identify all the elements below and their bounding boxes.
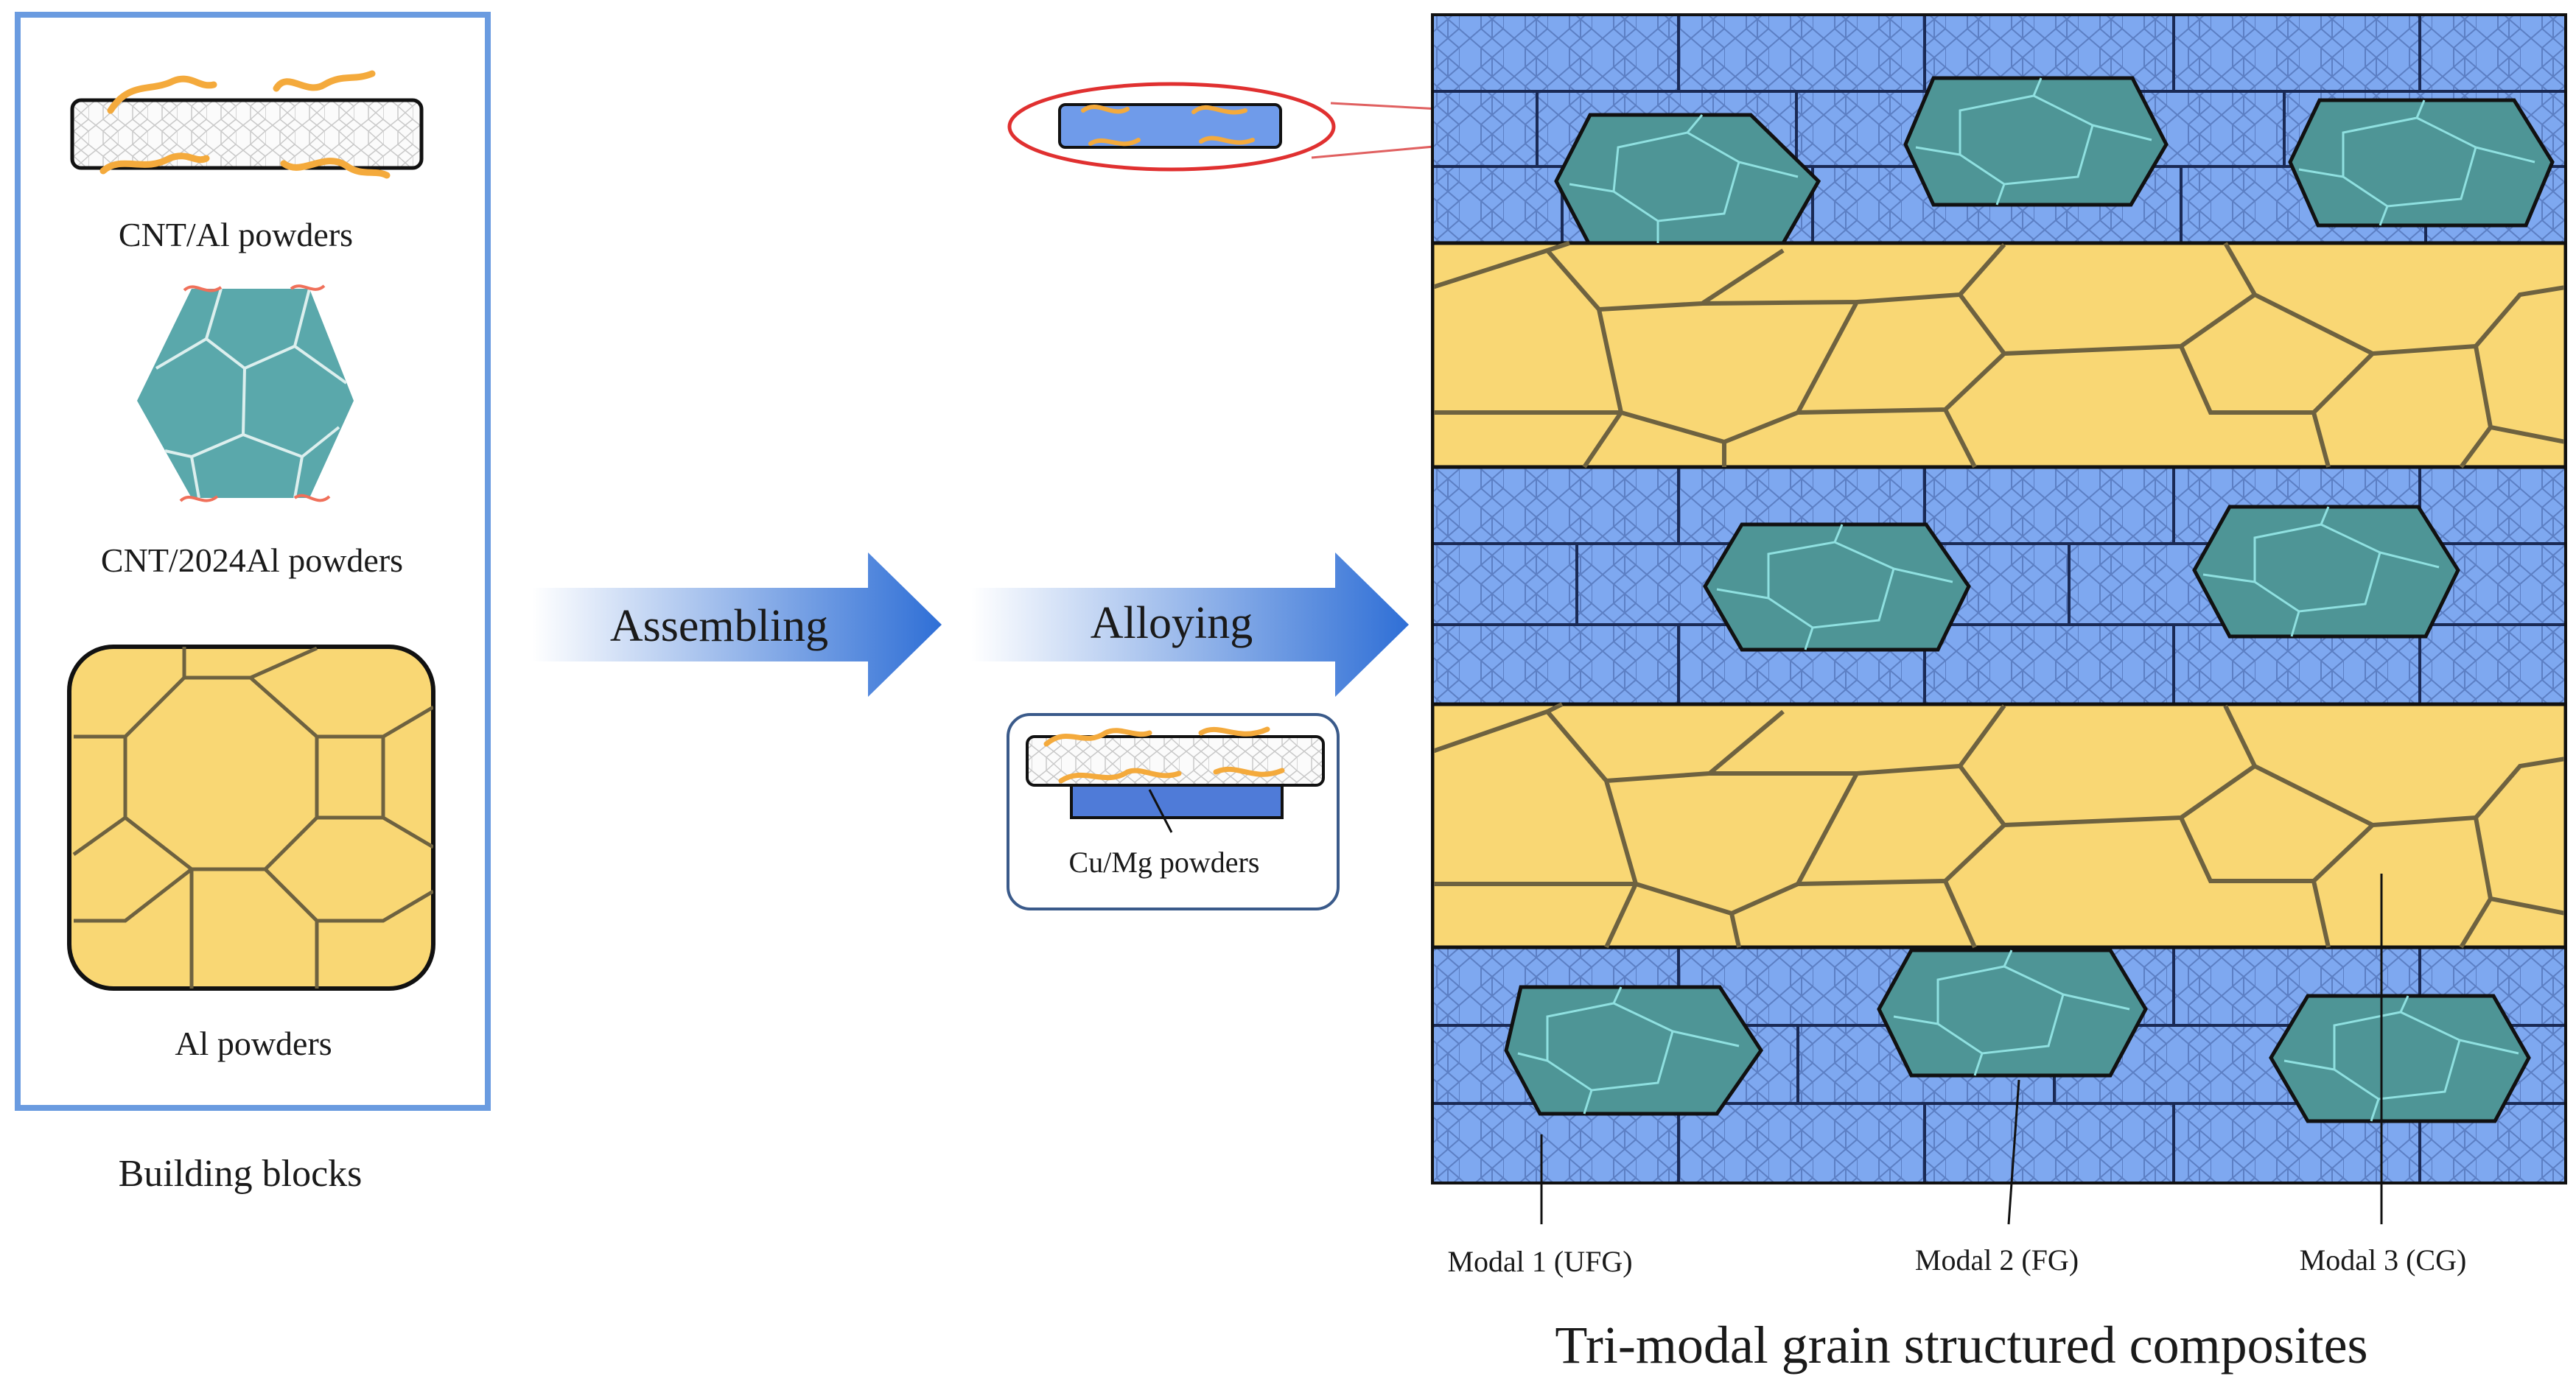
modal-pointer-lines	[1540, 874, 2383, 1225]
modal-3-label: Modal 3 (CG)	[2300, 1243, 2467, 1277]
alloying-label: Alloying	[1091, 598, 1253, 648]
al-powder-icon	[67, 645, 435, 991]
composite-title: Tri-modal grain structured composites	[1555, 1316, 2367, 1375]
cu-mg-inset	[1007, 713, 1340, 910]
cnt-2024al-label: CNT/2024Al powders	[101, 541, 403, 579]
cg-layer-2	[1432, 702, 2566, 950]
zoom-ellipse	[1007, 82, 1336, 172]
building-blocks-title: Building blocks	[119, 1153, 363, 1195]
composite-frame	[1431, 13, 2567, 1184]
assembling-label: Assembling	[610, 601, 828, 651]
alloying-arrow	[971, 552, 1409, 697]
fg-grains	[1504, 76, 2555, 1123]
composite-structure	[1432, 15, 2566, 1183]
building-blocks-panel: CNT/Al powders CNT/2024Al powders	[15, 12, 491, 1111]
assembling-arrow	[532, 552, 942, 697]
zoom-highlight	[1007, 82, 1536, 172]
modal-2-label: Modal 2 (FG)	[1915, 1243, 2079, 1277]
modal-1-label: Modal 1 (UFG)	[1447, 1245, 1632, 1278]
cg-layer-1	[1432, 241, 2566, 469]
al-powders-label: Al powders	[175, 1025, 332, 1062]
cu-mg-label: Cu/Mg powders	[1069, 846, 1260, 879]
cnt-al-label: CNT/Al powders	[119, 216, 353, 253]
cnt-al-powder-icon	[70, 70, 424, 179]
cnt-2024al-powder-icon	[137, 284, 354, 502]
